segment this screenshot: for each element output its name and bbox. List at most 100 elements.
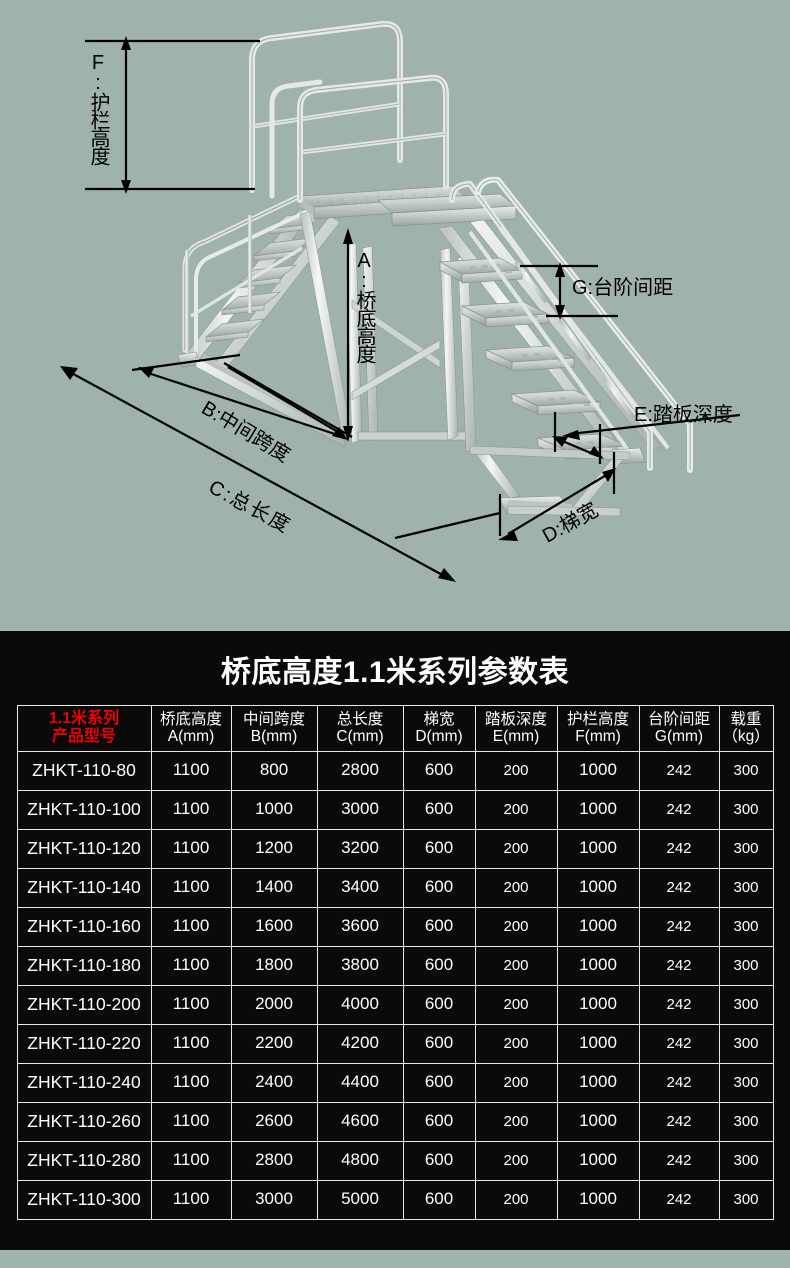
cell-model: ZHKT-110-200 [16,984,152,1025]
col-header-f: 护栏高度 F(mm) [556,705,640,752]
cell-c: 4600 [316,1101,404,1142]
cell-e: 200 [474,1179,558,1220]
col-header-g-line2: G(mm) [654,727,704,745]
cell-a: 1100 [150,828,232,869]
col-header-e-line2: E(mm) [492,727,540,745]
cell-a: 1100 [150,945,232,986]
cell-e: 200 [474,984,558,1025]
cell-d: 600 [402,1023,476,1064]
cell-load: 300 [718,750,774,791]
cell-e: 200 [474,750,558,791]
cell-model: ZHKT-110-220 [16,1023,152,1064]
cell-a: 1100 [150,984,232,1025]
cell-d: 600 [402,1179,476,1220]
cell-b: 2800 [230,1140,318,1181]
bottom-strip [0,1250,790,1268]
col-header-f-line1: 护栏高度 [566,710,629,728]
cell-d: 600 [402,1101,476,1142]
cell-model: ZHKT-110-140 [16,867,152,908]
cell-g: 242 [638,750,720,791]
table-header-row: 1.1米系列 产品型号 桥底高度 A(mm) 中间跨度 B(mm) 总长度 C(… [16,705,774,752]
cell-c: 5000 [316,1179,404,1220]
cell-load: 300 [718,867,774,908]
cell-g: 242 [638,789,720,830]
cell-d: 600 [402,906,476,947]
cell-load: 300 [718,906,774,947]
cell-a: 1100 [150,1062,232,1103]
cell-model: ZHKT-110-260 [16,1101,152,1142]
cell-f: 1000 [556,1023,640,1064]
col-header-a-line1: 桥底高度 [159,710,222,728]
cell-f: 1000 [556,1062,640,1103]
spec-table: 1.1米系列 产品型号 桥底高度 A(mm) 中间跨度 B(mm) 总长度 C(… [16,705,774,1220]
cell-b: 2400 [230,1062,318,1103]
cell-load: 300 [718,828,774,869]
cell-model: ZHKT-110-180 [16,945,152,986]
cell-a: 1100 [150,906,232,947]
cell-e: 200 [474,1101,558,1142]
col-header-b-line2: B(mm) [250,727,298,745]
cell-c: 4400 [316,1062,404,1103]
col-header-model: 1.1米系列 产品型号 [16,705,152,752]
cell-e: 200 [474,1140,558,1181]
cell-load: 300 [718,1101,774,1142]
spec-table-title: 桥底高度1.1米系列参数表 [220,656,570,689]
cell-c: 4000 [316,984,404,1025]
cell-g: 242 [638,828,720,869]
col-header-load: 载重 （kg） [718,705,774,752]
cell-f: 1000 [556,945,640,986]
cell-model: ZHKT-110-160 [16,906,152,947]
col-header-e-line1: 踏板深度 [484,710,547,728]
col-header-a-line2: A(mm) [167,727,215,745]
col-header-load-line1: 载重 [730,710,762,728]
cell-d: 600 [402,750,476,791]
cell-b: 2600 [230,1101,318,1142]
cell-f: 1000 [556,984,640,1025]
cell-d: 600 [402,867,476,908]
cell-e: 200 [474,789,558,830]
cell-b: 2000 [230,984,318,1025]
col-header-a: 桥底高度 A(mm) [150,705,232,752]
cell-c: 3400 [316,867,404,908]
cell-a: 1100 [150,750,232,791]
col-header-b: 中间跨度 B(mm) [230,705,318,752]
col-header-e: 踏板深度 E(mm) [474,705,558,752]
cell-g: 242 [638,984,720,1025]
cell-b: 1000 [230,789,318,830]
cell-a: 1100 [150,867,232,908]
cell-g: 242 [638,1023,720,1064]
cell-g: 242 [638,1179,720,1220]
col-header-d-line2: D(mm) [415,727,463,745]
cell-c: 3800 [316,945,404,986]
dimension-label-a: A:桥底高度 [353,250,375,362]
cell-model: ZHKT-110-280 [16,1140,152,1181]
cell-c: 3600 [316,906,404,947]
cell-load: 300 [718,1062,774,1103]
cell-g: 242 [638,945,720,986]
dimension-lines [60,36,741,582]
cell-load: 300 [718,1140,774,1181]
cell-d: 600 [402,789,476,830]
cell-b: 1400 [230,867,318,908]
cell-a: 1100 [150,1023,232,1064]
cell-f: 1000 [556,1179,640,1220]
cell-b: 3000 [230,1179,318,1220]
col-header-c-line1: 总长度 [336,710,384,728]
cell-d: 600 [402,984,476,1025]
col-header-f-line2: F(mm) [575,727,621,745]
cell-c: 3200 [316,828,404,869]
cell-f: 1000 [556,828,640,869]
cell-g: 242 [638,1062,720,1103]
col-header-d: 梯宽 D(mm) [402,705,476,752]
cell-d: 600 [402,828,476,869]
cell-load: 300 [718,945,774,986]
cell-f: 1000 [556,1101,640,1142]
col-header-c-line2: C(mm) [336,727,384,745]
